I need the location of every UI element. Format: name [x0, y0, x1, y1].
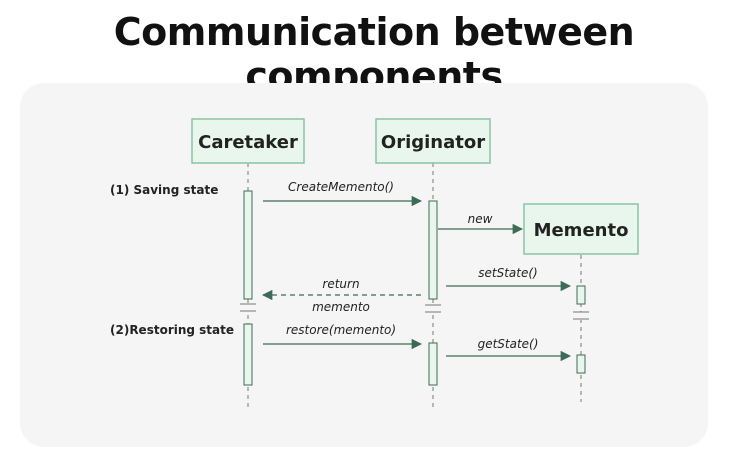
- originator-label: Originator: [381, 132, 485, 153]
- originator-box: Originator: [375, 118, 491, 164]
- memento-break-marks: [573, 311, 589, 320]
- caretaker-label: Caretaker: [198, 132, 298, 153]
- caretaker-break-marks: [240, 303, 256, 312]
- return-label-line2: memento: [312, 300, 370, 314]
- originator-activation-2: [428, 342, 438, 386]
- memento-box: Memento: [523, 203, 639, 255]
- restore-label: restore(memento): [286, 323, 396, 337]
- memento-activation-2: [576, 354, 586, 374]
- phase-saving-label: (1) Saving state: [110, 183, 218, 197]
- get-state-label: getState(): [478, 337, 539, 351]
- phase-restoring-label: (2)Restoring state: [110, 323, 234, 337]
- caretaker-box: Caretaker: [191, 118, 305, 164]
- page-title: Communication between components: [113, 10, 635, 98]
- caretaker-activation-1: [243, 190, 253, 300]
- originator-break-marks: [425, 304, 441, 313]
- memento-activation-1: [576, 285, 586, 305]
- set-state-label: setState(): [478, 266, 537, 280]
- return-label-line1: return: [322, 277, 359, 291]
- create-memento-label: CreateMemento(): [288, 180, 394, 194]
- originator-activation-1: [428, 200, 438, 300]
- memento-label: Memento: [534, 220, 629, 241]
- caretaker-activation-2: [243, 323, 253, 386]
- new-label: new: [468, 212, 493, 226]
- diagram-panel: [20, 83, 708, 447]
